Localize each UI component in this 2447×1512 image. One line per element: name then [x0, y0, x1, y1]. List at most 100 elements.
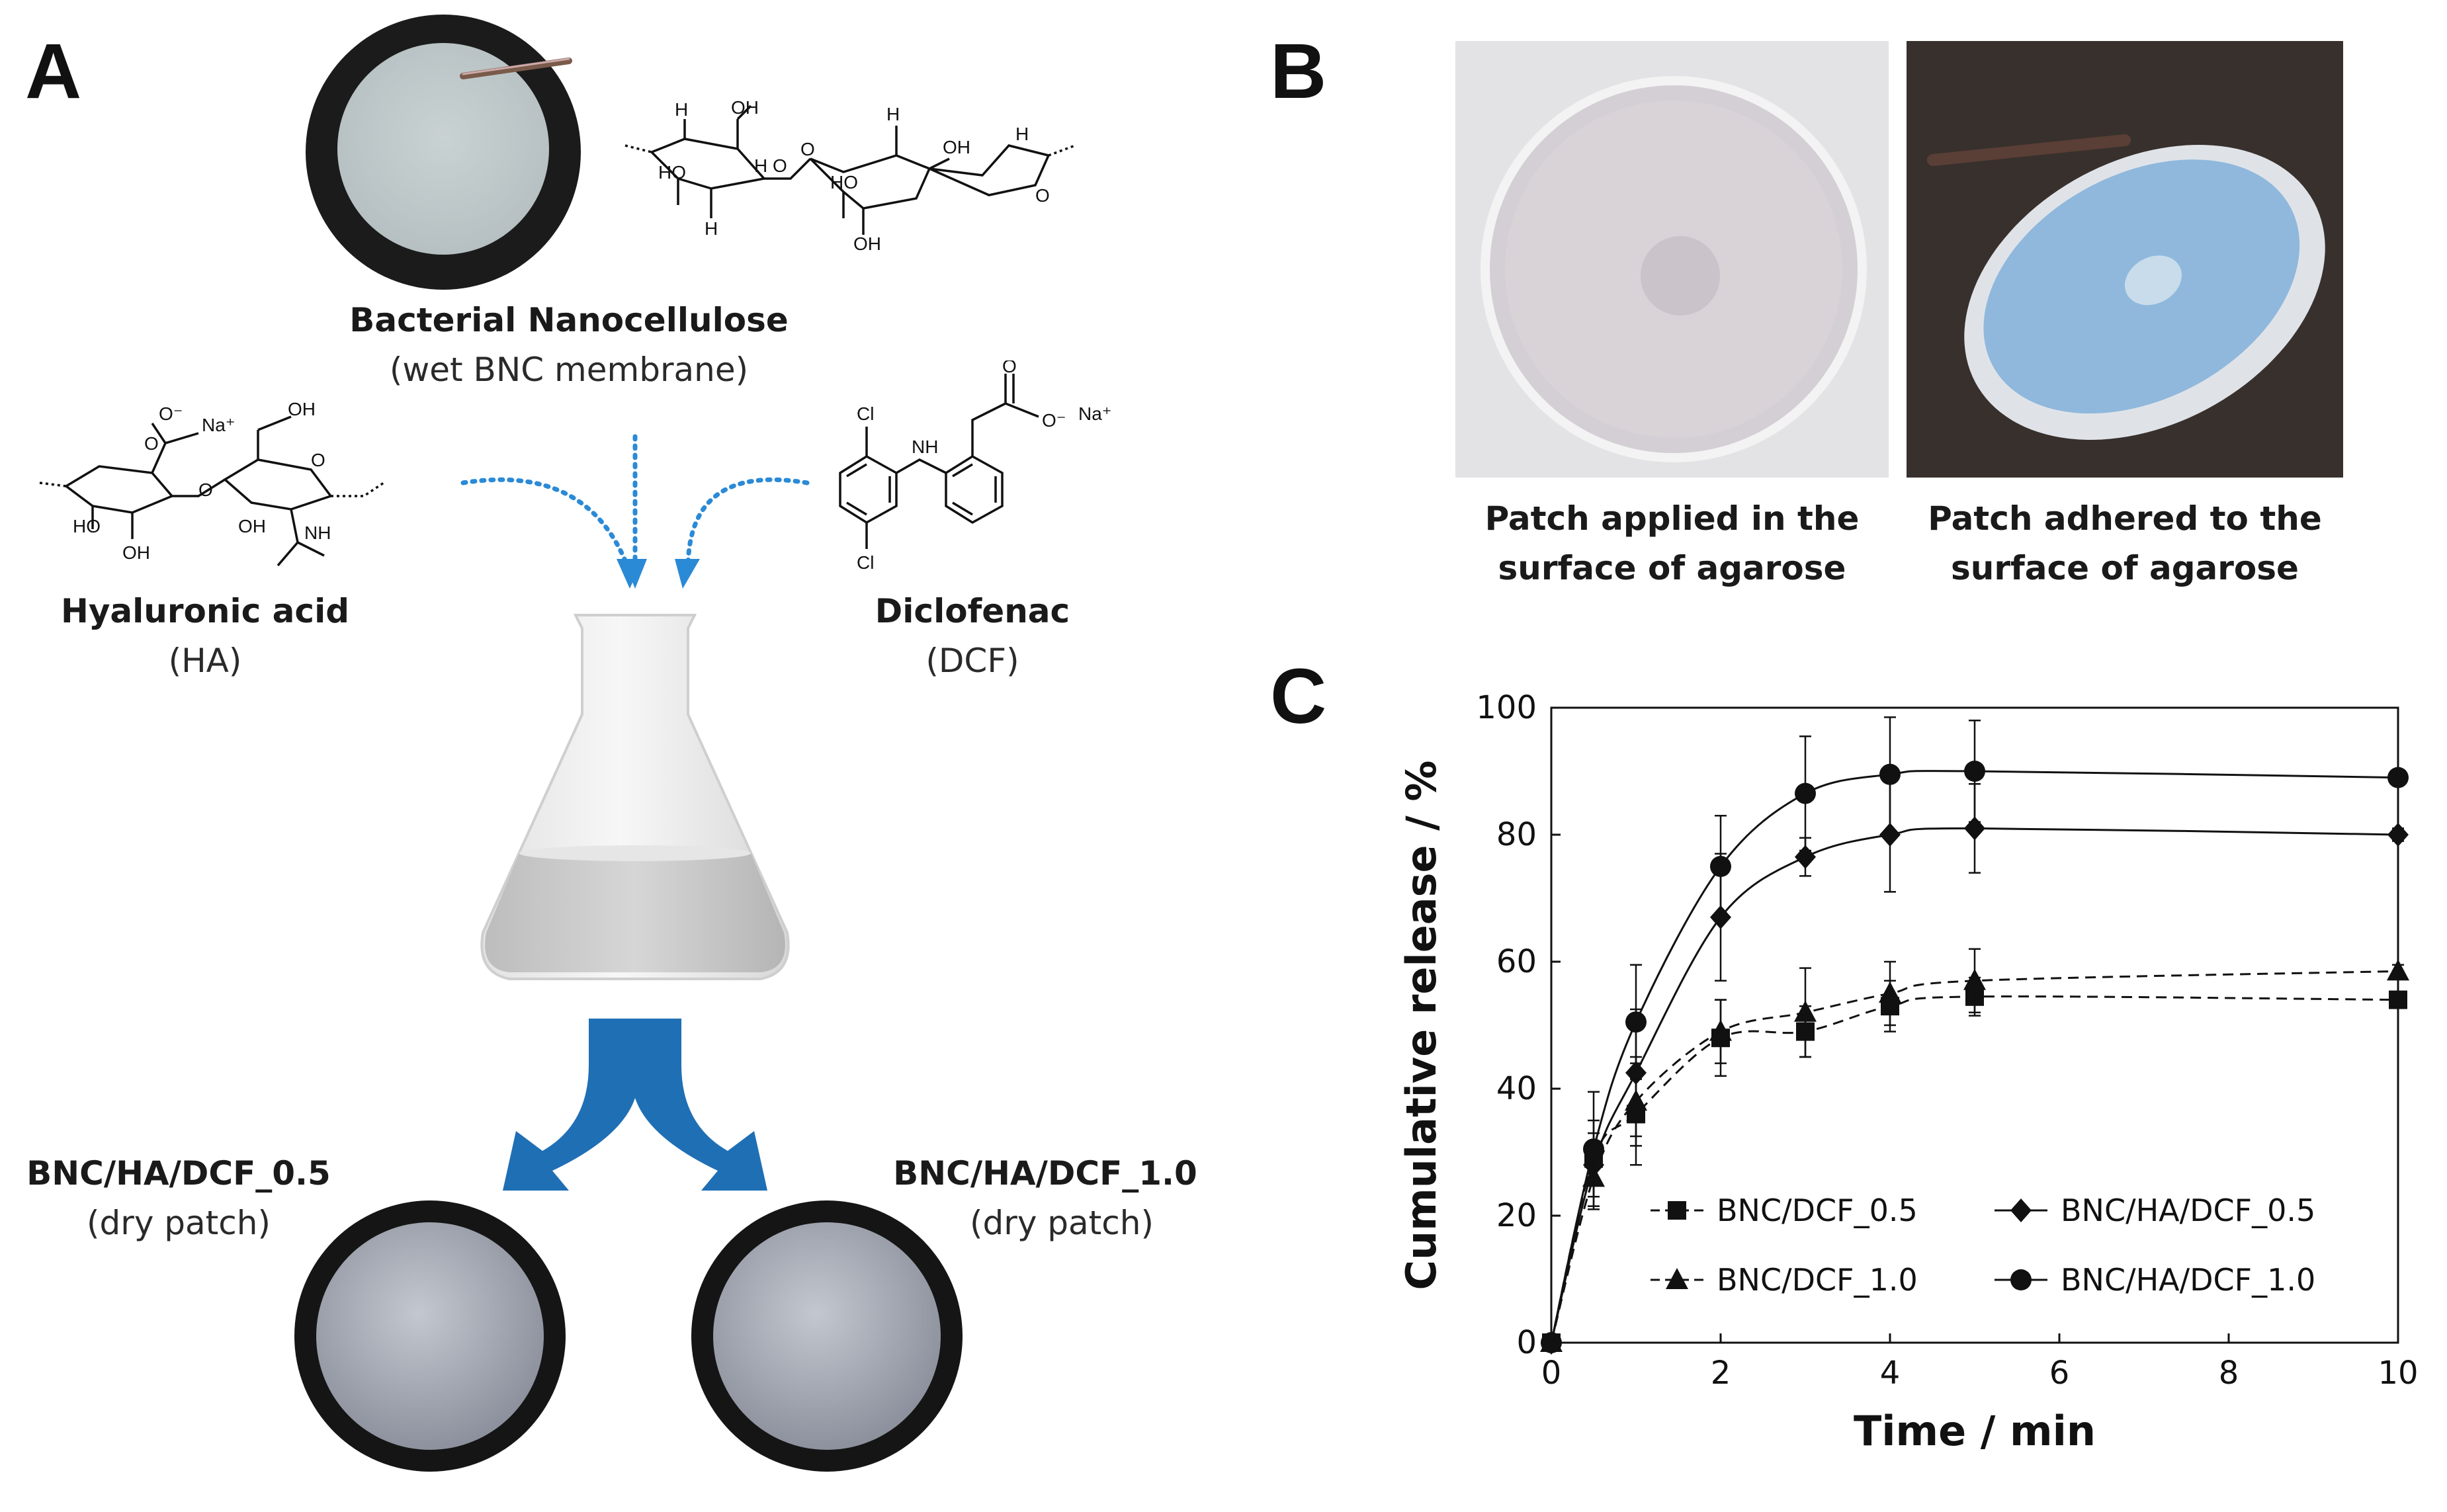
x-tick-label: 6 — [2049, 1355, 2070, 1392]
caption-left-line1: Patch applied in the — [1484, 499, 1860, 538]
x-tick-label: 2 — [1711, 1355, 1731, 1392]
caption-right-line2: surface of agarose — [1951, 549, 2299, 587]
chem-label: NH — [304, 523, 331, 543]
data-point — [1625, 1011, 1647, 1033]
legend-item: BNC/DCF_0.5 — [1651, 1193, 1918, 1228]
patch-right-title: BNC/HA/DCF_1.0 — [893, 1154, 1197, 1193]
data-point — [1879, 982, 1901, 1003]
cellulose-structure: H OH HO H H O O H HO OH OH H O — [624, 97, 1076, 254]
legend-label: BNC/HA/DCF_1.0 — [2061, 1262, 2315, 1298]
data-point — [1710, 856, 1731, 877]
chem-label: HO — [830, 172, 858, 192]
chem-label: Na⁺ — [202, 415, 236, 435]
chem-label: Na⁺ — [1078, 403, 1112, 424]
ha-subtitle: (HA) — [168, 642, 242, 680]
ha-title: Hyaluronic acid — [60, 592, 349, 630]
y-tick-label: 40 — [1496, 1070, 1537, 1107]
panel-b-letter: B — [1270, 28, 1327, 115]
chem-label: Cl — [857, 552, 874, 573]
split-arrow — [503, 1019, 767, 1191]
patch-right-subtitle: (dry patch) — [970, 1204, 1154, 1242]
erlenmeyer-flask — [480, 614, 790, 980]
data-point — [1795, 782, 1816, 804]
chem-label: H — [675, 99, 688, 120]
chem-label: OH — [853, 233, 881, 254]
diclofenac-structure: Cl Cl NH O O⁻ Na⁺ — [839, 360, 1112, 573]
chem-label: H — [886, 104, 900, 124]
legend-item: BNC/DCF_1.0 — [1651, 1262, 1918, 1298]
legend-marker — [2010, 1198, 2032, 1222]
y-tick-label: 100 — [1476, 689, 1537, 726]
legend-item: BNC/HA/DCF_1.0 — [1995, 1262, 2315, 1298]
dry-patch-left-photo — [294, 1200, 566, 1472]
data-point — [1709, 1019, 1732, 1041]
dcf-title: Diclofenac — [875, 592, 1070, 630]
chem-label: OH — [238, 516, 266, 536]
legend-label: BNC/HA/DCF_0.5 — [2061, 1193, 2315, 1228]
data-point — [1963, 968, 1986, 990]
dcf-subtitle: (DCF) — [925, 642, 1019, 680]
data-point — [1794, 1000, 1817, 1022]
legend-label: BNC/DCF_1.0 — [1717, 1262, 1918, 1298]
y-tick-label: 60 — [1496, 943, 1537, 980]
chem-label: H O — [754, 155, 787, 176]
bnc-subtitle: (wet BNC membrane) — [389, 351, 749, 389]
y-tick-label: 20 — [1496, 1197, 1537, 1234]
legend-marker — [1666, 1268, 1688, 1289]
legend-item: BNC/HA/DCF_0.5 — [1995, 1193, 2315, 1228]
x-tick-label: 8 — [2219, 1355, 2239, 1392]
data-point — [2389, 990, 2407, 1009]
chem-label: O⁻ — [1042, 410, 1066, 431]
data-point — [1964, 761, 1985, 782]
dry-patch-right-photo — [691, 1200, 963, 1472]
chem-label: O — [1035, 185, 1050, 206]
plot-frame — [1550, 706, 2399, 1344]
agarose-plate-photo-left — [1455, 41, 1889, 478]
chem-label: OH — [943, 137, 970, 157]
data-point — [1879, 763, 1901, 785]
x-tick-label: 10 — [2378, 1355, 2418, 1392]
chem-label: O⁻ — [159, 403, 183, 424]
chem-label: HO — [658, 162, 686, 183]
chem-label: O — [311, 450, 325, 470]
chem-label: H — [705, 218, 718, 239]
chem-label: O — [800, 139, 815, 159]
chem-label: OH — [288, 399, 316, 419]
chem-label: OH — [731, 97, 759, 118]
y-tick-label: 80 — [1496, 816, 1537, 853]
panel-a-letter: A — [25, 28, 82, 115]
caption-right-line1: Patch adhered to the — [1928, 499, 2322, 538]
x-tick-label: 0 — [1541, 1355, 1562, 1392]
chem-label: NH — [912, 437, 938, 457]
y-tick-label: 0 — [1516, 1324, 1537, 1361]
chem-label: O — [198, 480, 213, 500]
legend-marker — [2010, 1269, 2032, 1290]
data-point — [2387, 767, 2409, 788]
patch-left-title: BNC/HA/DCF_0.5 — [26, 1154, 331, 1193]
chem-label: HO — [73, 516, 101, 536]
legend-marker — [1668, 1201, 1686, 1220]
patch-left-subtitle: (dry patch) — [87, 1204, 271, 1242]
bnc-title: Bacterial Nanocellulose — [349, 301, 789, 339]
data-point — [1795, 845, 1816, 869]
chem-label: O — [144, 433, 159, 454]
legend-label: BNC/DCF_0.5 — [1717, 1193, 1918, 1228]
wet-bnc-membrane-photo — [306, 15, 581, 290]
chem-label: OH — [122, 542, 150, 563]
y-axis-title: Cumulative release / % — [1397, 760, 1445, 1290]
data-point — [1583, 1138, 1604, 1160]
chem-label: O — [1002, 360, 1017, 376]
data-point — [2387, 959, 2409, 981]
series-bnc-ha-dcf-1-0 — [1541, 716, 2409, 1353]
data-point — [2387, 823, 2409, 847]
dotted-arrows — [460, 434, 810, 589]
x-axis-title: Time / min — [1854, 1407, 2096, 1455]
data-point — [1541, 1332, 1562, 1353]
hyaluronic-acid-structure: O⁻ Na⁺ O HO OH OH O OH NH O — [39, 399, 384, 567]
agarose-plate-photo-right — [1907, 41, 2343, 478]
chem-label: Cl — [857, 403, 874, 424]
data-point — [1879, 823, 1901, 847]
panel-c-letter: C — [1270, 653, 1327, 740]
caption-left-line2: surface of agarose — [1498, 549, 1846, 587]
